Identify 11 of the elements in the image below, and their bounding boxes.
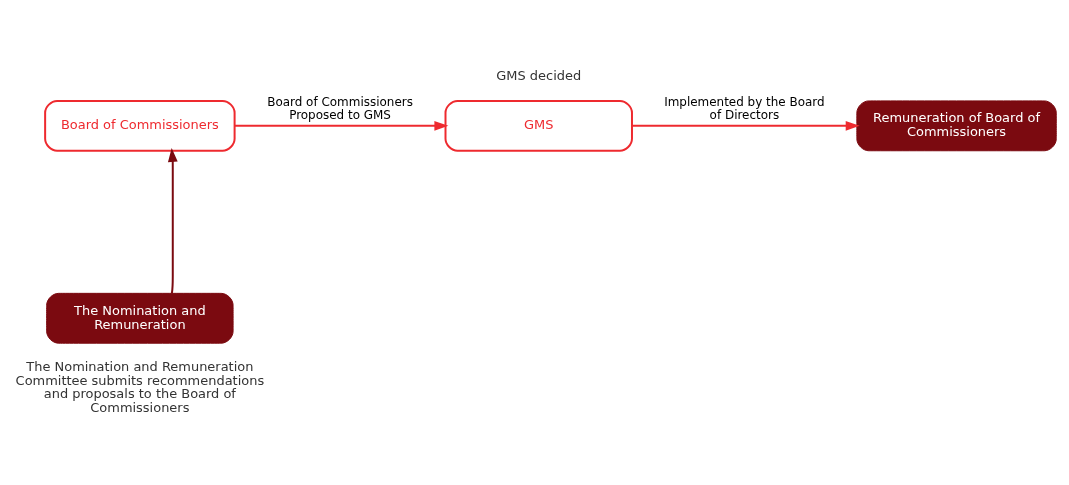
arrow	[233, 120, 449, 131]
node-box: Board of Commissioners	[44, 99, 236, 152]
node-box: The Nomination and Remuneration	[46, 292, 234, 344]
edge-label: Implemented by the Board of Directors	[664, 94, 825, 122]
node-box: Remuneration of Board of Commissioners	[856, 99, 1057, 151]
arrow	[631, 120, 860, 131]
arrow	[167, 147, 178, 294]
edge-label: Board of Commissioners Proposed to GMS	[267, 94, 413, 122]
node-label: GMS decided	[496, 67, 582, 83]
node-box: GMS	[444, 99, 633, 152]
node-label: The Nomination and Remuneration Committee submits recommendations and proposals to the Board of Commissioners	[15, 358, 265, 415]
